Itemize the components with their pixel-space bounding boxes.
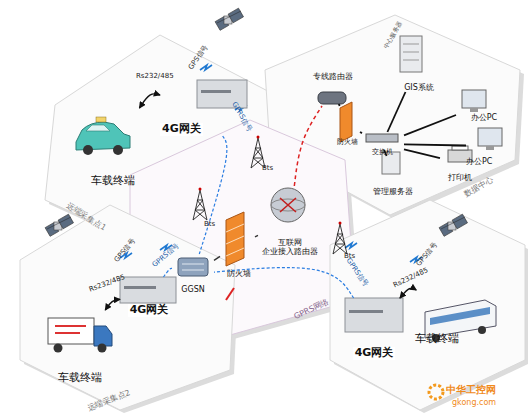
watermark: 中华工控网	[446, 383, 496, 397]
firewall-node: 防火墙	[332, 104, 362, 146]
dc-connector	[338, 104, 341, 106]
pc-node: 办公PC	[466, 126, 522, 166]
signal-label: GPS信号	[112, 236, 138, 264]
vpn-connector	[294, 106, 322, 186]
server-node: 管理服务器	[366, 150, 420, 196]
firewall-node: 防火墙	[220, 210, 258, 278]
gprs-connector	[214, 268, 354, 298]
serial-connector	[139, 94, 160, 108]
tower-label: Bts	[262, 164, 273, 172]
node-label: GIS系统	[404, 83, 434, 92]
dc-connector	[384, 150, 386, 156]
pc-node: 办公PC	[456, 86, 512, 122]
net-connector	[255, 235, 258, 236]
node-label: 防火墙	[227, 269, 251, 278]
node-label: 4G网关	[353, 347, 396, 360]
vehicle-terminal: 车载终端	[35, 310, 125, 385]
node-label: 车载终端	[58, 372, 102, 385]
edge-label: Rs232/485	[136, 72, 174, 80]
node-label: 4G网关	[128, 304, 171, 317]
node-label: 专线路由器	[313, 72, 353, 81]
router-node: 互联网 企业接入路由器	[255, 186, 325, 256]
edge-label: GPRS信号	[229, 100, 254, 134]
node-label: 互联网 企业接入路由器	[255, 238, 325, 256]
node-label: 管理服务器	[373, 187, 413, 196]
dc-connector	[404, 115, 456, 135]
edge-label: GPRS信号	[150, 241, 182, 270]
node-label: 打印机	[448, 173, 472, 182]
node-label: 交换机	[372, 148, 393, 156]
switch-node: 交换机	[360, 132, 404, 156]
node-label: 防火墙	[337, 138, 358, 146]
dc-connector	[387, 92, 405, 132]
gateway-box: 4G网关	[342, 298, 406, 360]
watermark: gkong.com	[452, 398, 496, 407]
node-label: 车载终端	[415, 333, 459, 346]
signal-label: GPS信号	[186, 43, 210, 72]
area-label: 中心服务器	[382, 20, 405, 50]
ggsn-node: GGSN	[172, 254, 214, 294]
vehicle-terminal: 车载终端	[415, 290, 505, 346]
node-label: 办公PC	[466, 157, 492, 166]
router-node: 专线路由器	[306, 72, 360, 106]
edge-label: GPRS信号	[344, 256, 371, 289]
edge-label: Rs232/485	[392, 266, 429, 289]
printer-node: 打印机	[440, 144, 480, 182]
serial-connector	[400, 288, 416, 298]
dc-connector	[404, 144, 466, 145]
node-label: 4G网关	[160, 123, 203, 136]
dc-connector	[360, 132, 362, 133]
net-connector	[214, 256, 220, 260]
area-label: 远端采集点1	[64, 200, 108, 233]
serial-connector	[105, 299, 120, 310]
area-label: 数据中心	[462, 174, 495, 200]
gprs-connector	[163, 268, 172, 277]
dc-connector	[404, 149, 440, 158]
signal-label: GPS信号	[414, 240, 440, 268]
area-label: GPRS网络	[292, 296, 331, 322]
node-label: GGSN	[181, 285, 204, 294]
server-node: GIS系统	[392, 32, 446, 92]
vehicle-terminal: 车载终端	[68, 108, 158, 188]
gprs-connector	[199, 136, 227, 254]
tower-label: Bts	[204, 220, 215, 228]
gateway-box: 4G网关	[120, 277, 178, 317]
node-label: 办公PC	[471, 113, 497, 122]
area-label: 远端采集点2	[86, 387, 132, 413]
edge-label: Rs232/485	[88, 273, 126, 293]
node-label: 车载终端	[91, 175, 135, 188]
